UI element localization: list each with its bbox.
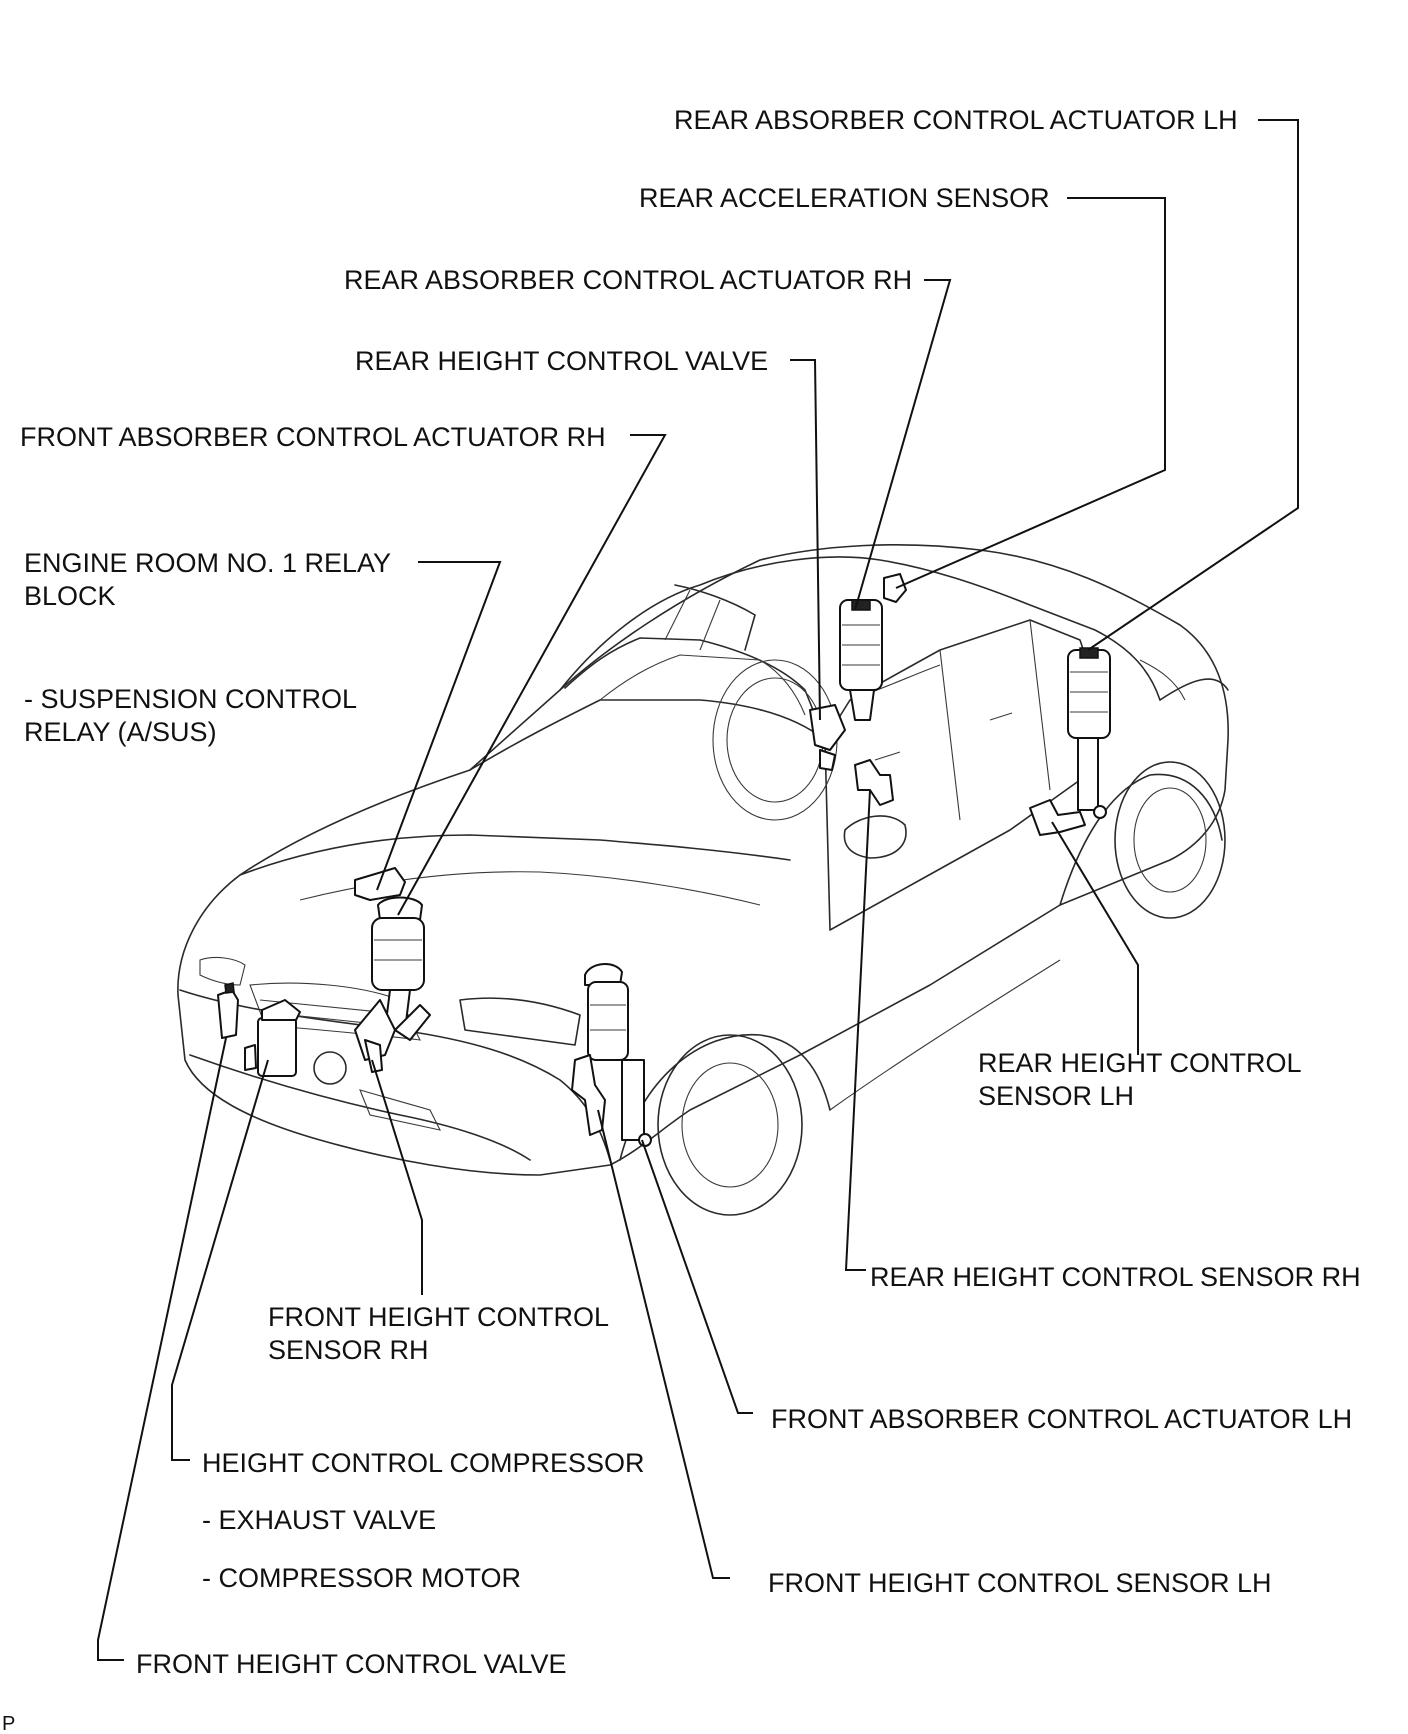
suspension-parts xyxy=(217,573,1111,1147)
label-rear-height-control-valve: REAR HEIGHT CONTROL VALVE xyxy=(355,346,768,376)
callout-labels: REAR ABSORBER CONTROL ACTUATOR LH REAR A… xyxy=(2,105,1361,1734)
label-front-height-sensor-rh-line2: SENSOR RH xyxy=(268,1335,429,1365)
front-height-sensor-lh-part xyxy=(571,1054,606,1136)
front-absorber-actuator-rh-part xyxy=(354,896,431,1061)
label-front-height-sensor-lh: FRONT HEIGHT CONTROL SENSOR LH xyxy=(768,1568,1272,1598)
leader-lines xyxy=(97,119,1299,1661)
rear-absorber-actuator-rh-part xyxy=(809,599,883,771)
label-exhaust-valve: - EXHAUST VALVE xyxy=(202,1505,436,1535)
label-engine-room-relay-line2: BLOCK xyxy=(24,581,116,611)
label-front-absorber-actuator-rh: FRONT ABSORBER CONTROL ACTUATOR RH xyxy=(20,422,606,452)
rear-height-sensor-lh-part xyxy=(1029,799,1086,836)
car-illustration xyxy=(177,544,1229,1216)
label-rear-absorber-actuator-rh: REAR ABSORBER CONTROL ACTUATOR RH xyxy=(344,265,912,295)
rear-acceleration-sensor-part xyxy=(883,573,907,603)
label-rear-height-sensor-lh-line2: SENSOR LH xyxy=(978,1081,1134,1111)
rear-height-sensor-rh-part xyxy=(854,759,894,806)
label-engine-room-relay-line1: ENGINE ROOM NO. 1 RELAY xyxy=(24,548,391,578)
label-front-height-sensor-rh-line1: FRONT HEIGHT CONTROL xyxy=(268,1302,609,1332)
label-front-absorber-actuator-lh: FRONT ABSORBER CONTROL ACTUATOR LH xyxy=(771,1404,1352,1434)
label-compressor-motor: - COMPRESSOR MOTOR xyxy=(202,1563,521,1593)
front-height-sensor-rh-part xyxy=(364,1039,383,1073)
label-suspension-relay-line2: RELAY (A/SUS) xyxy=(24,717,217,747)
front-height-control-valve-part xyxy=(217,982,239,1039)
front-absorber-actuator-lh-part xyxy=(584,963,652,1147)
label-rear-height-sensor-rh: REAR HEIGHT CONTROL SENSOR RH xyxy=(870,1262,1361,1292)
label-rear-absorber-actuator-lh: REAR ABSORBER CONTROL ACTUATOR LH xyxy=(674,105,1238,135)
label-suspension-relay-line1: - SUSPENSION CONTROL xyxy=(24,684,357,714)
height-control-compressor-part xyxy=(244,999,301,1077)
corner-mark: P xyxy=(2,1713,15,1734)
label-rear-height-sensor-lh-line1: REAR HEIGHT CONTROL xyxy=(978,1048,1302,1078)
label-rear-acceleration-sensor: REAR ACCELERATION SENSOR xyxy=(639,183,1050,213)
label-height-control-compressor: HEIGHT CONTROL COMPRESSOR xyxy=(202,1448,645,1478)
label-front-height-control-valve: FRONT HEIGHT CONTROL VALVE xyxy=(136,1649,567,1679)
rear-absorber-actuator-lh-part xyxy=(1067,647,1111,819)
